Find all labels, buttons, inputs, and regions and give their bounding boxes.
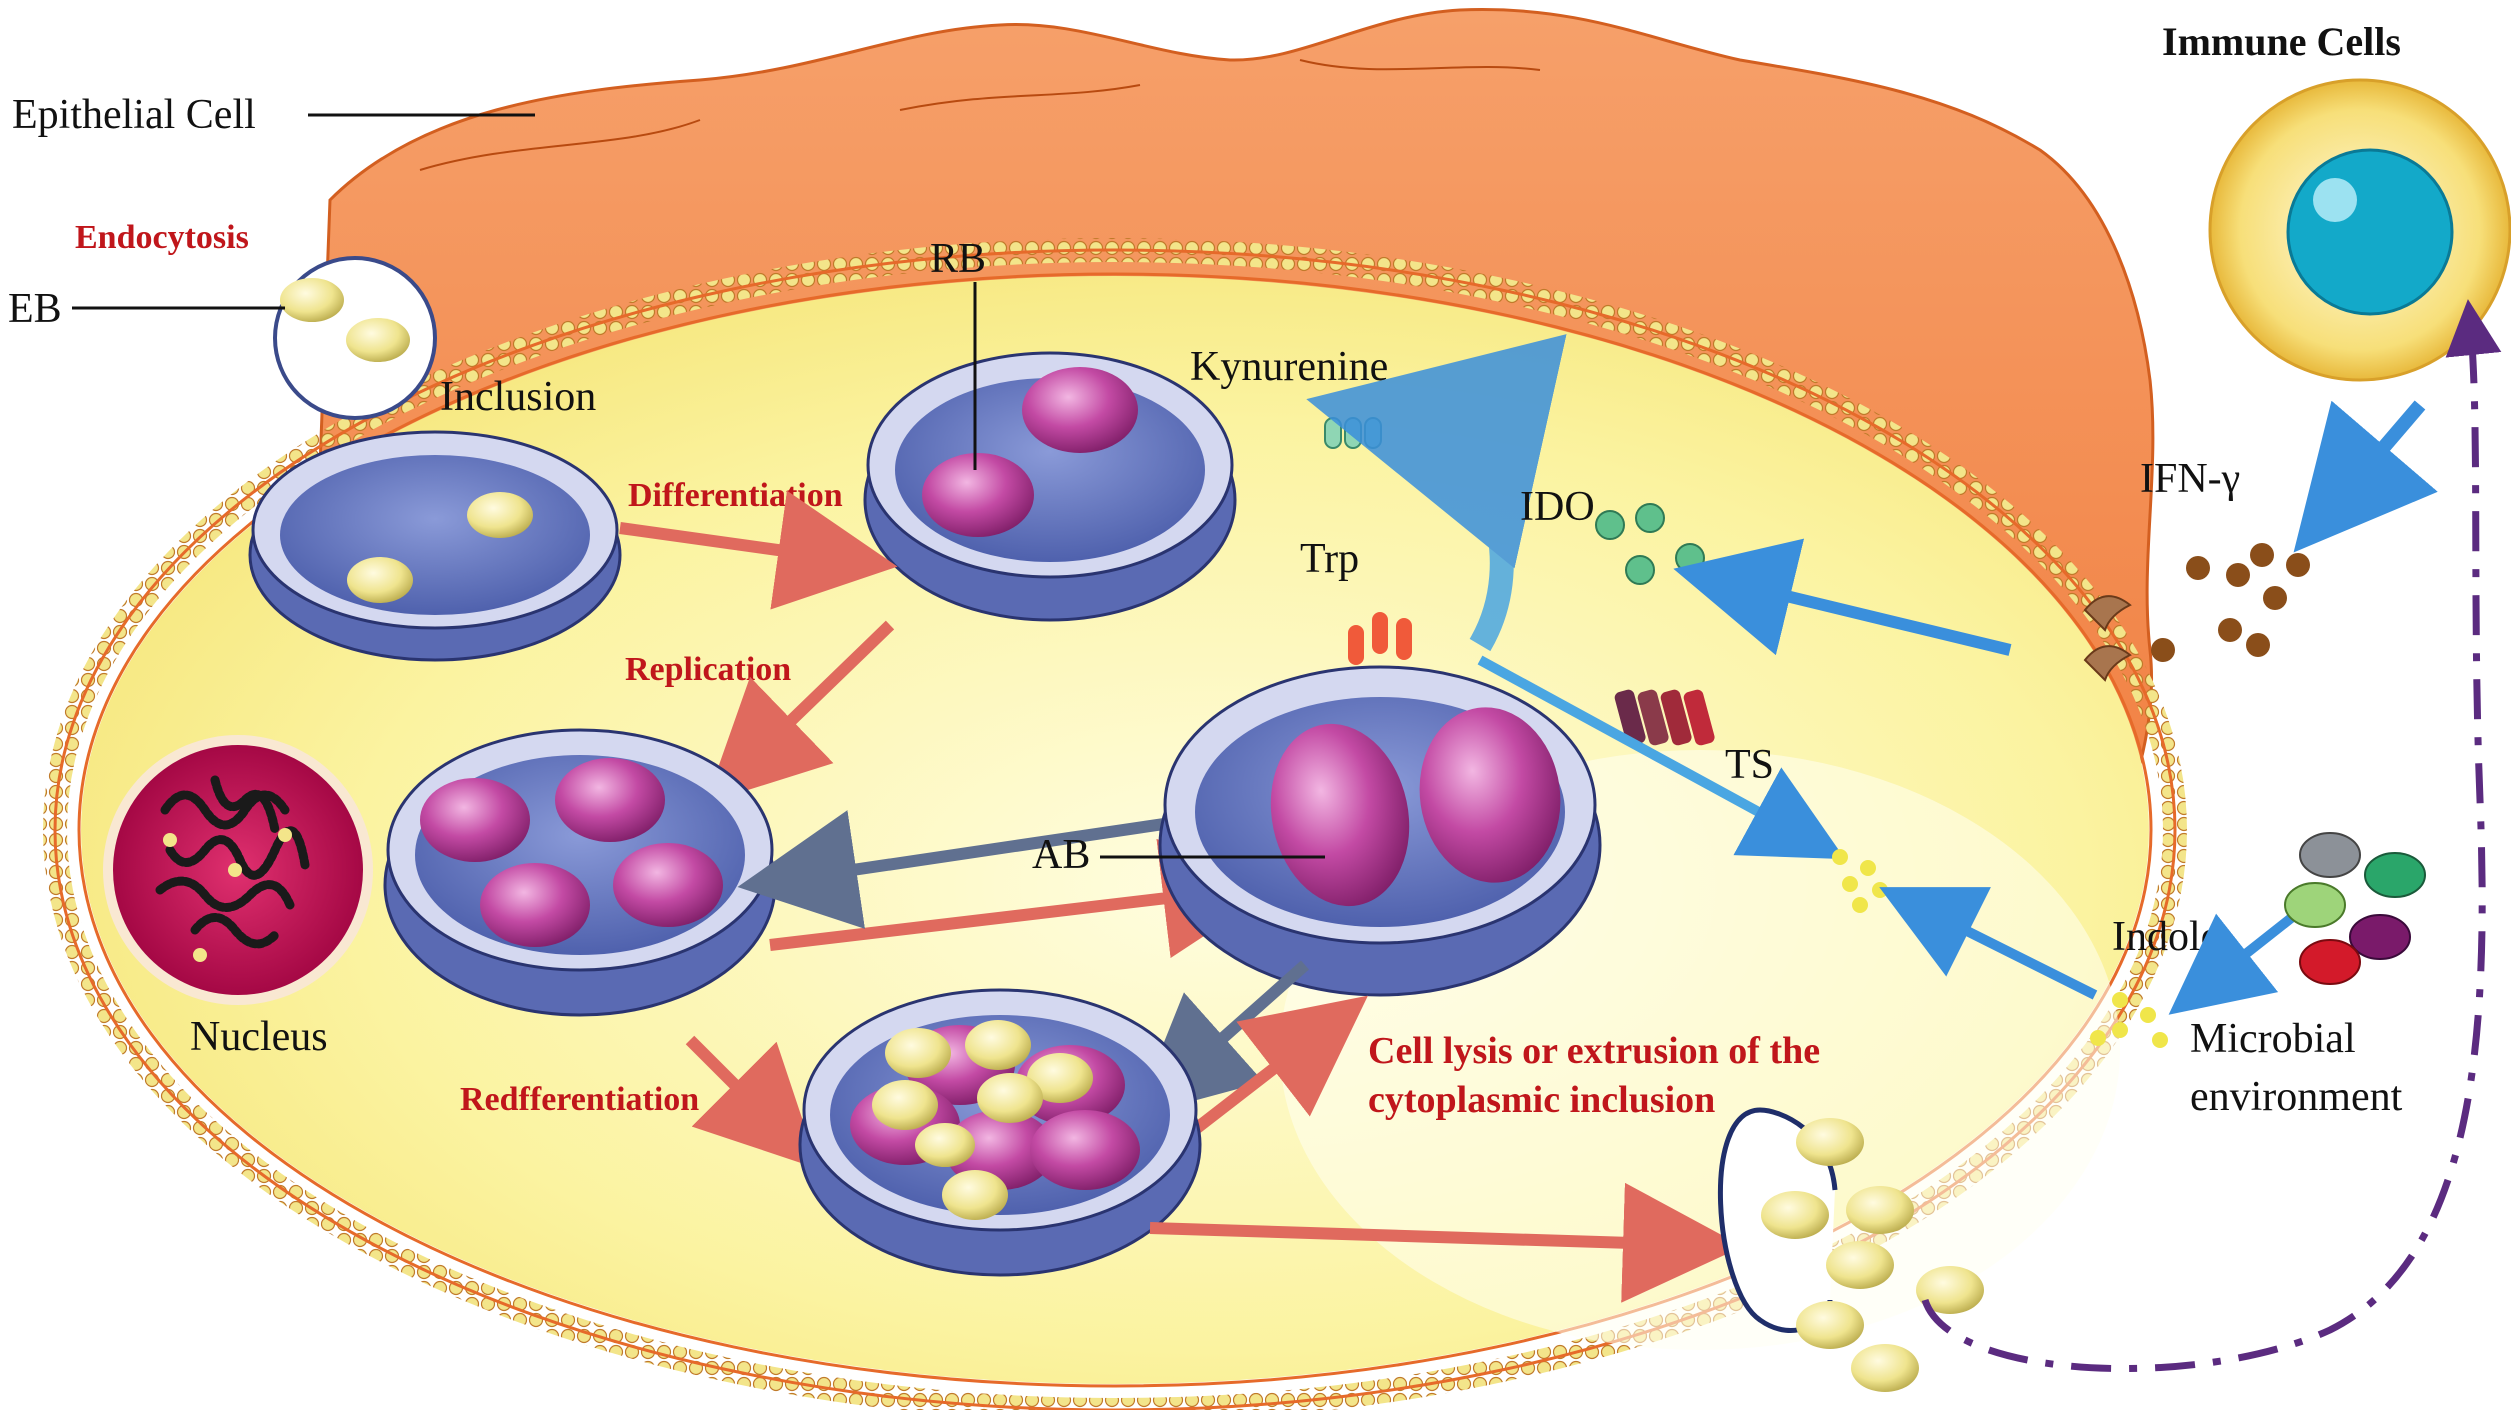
label-cell-lysis-2: cytoplasmic inclusion [1368, 1079, 1715, 1121]
extrusion-vesicle [1717, 1107, 1984, 1392]
indole-particles-outside [2090, 992, 2168, 1048]
arrow-replication [705, 620, 895, 804]
arrow-redifferentiation [685, 1035, 819, 1169]
inclusion-rb-stage [863, 351, 1237, 622]
label-redifferentiation: Redfferentiation [460, 1081, 699, 1118]
arrow-microbes-to-indole [2168, 911, 2299, 1015]
label-microbial-1: Microbial [2190, 1016, 2356, 1062]
label-epithelial-cell: Epithelial Cell [12, 92, 256, 138]
eb-particle [346, 318, 410, 362]
label-rb: RB [930, 236, 986, 282]
arrow-extrusion [1149, 1182, 1743, 1303]
label-ab: AB [1032, 832, 1090, 878]
label-nucleus: Nucleus [190, 1014, 328, 1060]
label-trp: Trp [1300, 536, 1359, 582]
kynurenine-molecules [1324, 417, 1382, 449]
label-indole: Indole [2112, 914, 2219, 960]
eb-particle [280, 278, 344, 322]
immune-cell [2208, 78, 2511, 382]
arrow-indole-in [1879, 887, 2098, 1000]
arrow-to-ab-from-bottom [1171, 995, 1368, 1150]
label-differentiation: Differentiation [628, 477, 843, 514]
arrow-dashed-to-immune [1921, 299, 2502, 1372]
arrow-differentiation [619, 490, 898, 610]
microbial-cluster [2284, 832, 2426, 985]
inclusion-eb-stage [248, 430, 622, 662]
inclusion-redifferentiation-stage [798, 988, 1202, 1277]
arrow-ido [1306, 334, 1567, 652]
ifn-gamma-molecules [2151, 543, 2310, 662]
inclusion-replication-stage [383, 728, 777, 1017]
label-eb: EB [8, 286, 62, 332]
arrow-immune-to-ifn [2293, 400, 2438, 553]
arrow-trp-to-indole [1477, 655, 1846, 860]
label-ido: IDO [1520, 484, 1595, 530]
arrow-from-ab [737, 809, 1226, 929]
ifn-receptor [2083, 595, 2132, 682]
nucleus [103, 735, 373, 1005]
label-inclusion: Inclusion [440, 374, 596, 420]
label-endocytosis: Endocytosis [75, 219, 249, 256]
label-replication: Replication [625, 651, 791, 688]
label-cell-lysis-1: Cell lysis or extrusion of the [1368, 1030, 1820, 1072]
label-ts: TS [1725, 742, 1774, 788]
arrow-ifn-to-ido [1673, 538, 2012, 656]
ts-enzyme [1614, 689, 1715, 746]
trp-molecules [1348, 612, 1412, 665]
label-immune-cells: Immune Cells [2162, 19, 2401, 64]
arrow-to-ab [769, 838, 1283, 959]
label-ifn-gamma: IFN-γ [2140, 456, 2240, 502]
label-microbial-2: environment [2190, 1074, 2403, 1120]
inclusion-ab-stage [1158, 665, 1602, 997]
label-kynurenine: Kynurenine [1190, 344, 1388, 390]
indole-particles-inside [1832, 849, 1888, 913]
